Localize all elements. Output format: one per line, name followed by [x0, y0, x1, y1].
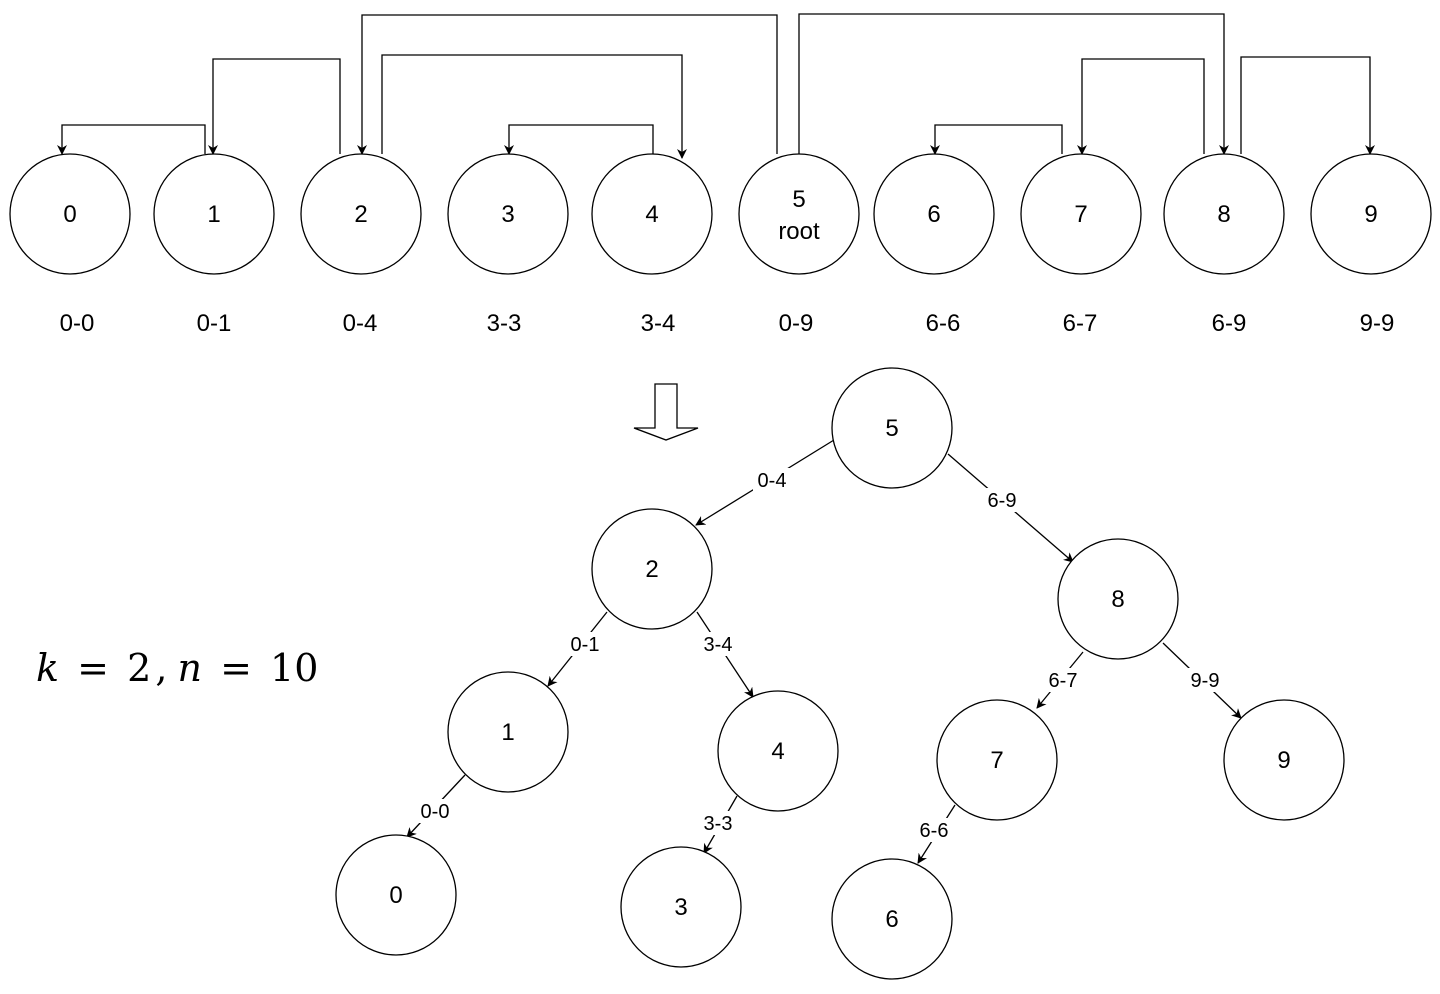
edge-label: 0-4 [758, 470, 787, 492]
array-node-root-label: root [778, 218, 820, 245]
tree-node-label: 0 [389, 882, 402, 909]
array-node-6: 6 [873, 153, 995, 275]
array-node-4: 4 [591, 153, 713, 275]
range-label-0: 0-0 [60, 310, 95, 337]
array-link-2-1 [208, 58, 341, 155]
transform-arrow-icon [633, 383, 699, 441]
tree-node-label: 5 [885, 415, 898, 442]
array-node-label: 4 [645, 201, 658, 228]
tree-node-2: 2 [591, 508, 713, 630]
range-label-6: 6-6 [926, 310, 961, 337]
array-link-5-8 [798, 13, 1229, 155]
edge-label: 3-4 [704, 634, 733, 656]
array-nodes: 0 1 2 3 4 5 root 6 7 [9, 153, 1432, 275]
array-link-2-4 [381, 54, 687, 159]
array-connectors [57, 13, 1375, 159]
tree-node-1: 1 [447, 671, 569, 793]
edge-label: 0-0 [421, 801, 450, 823]
tree-edge-2-1: 0-1 [547, 611, 608, 687]
array-link-5-2 [357, 14, 778, 155]
tree-node-7: 7 [936, 699, 1058, 821]
range-label-2: 0-4 [343, 310, 378, 337]
array-node-9: 9 [1310, 153, 1432, 275]
formula-k: k [36, 646, 59, 690]
tree-node-label: 7 [990, 747, 1003, 774]
tree-node-label: 9 [1277, 747, 1290, 774]
array-node-1: 1 [153, 153, 275, 275]
tree-node-label: 3 [674, 894, 687, 921]
formula-n: n [178, 646, 202, 690]
formula-eq-2: = [220, 646, 252, 690]
tree-node-6: 6 [831, 858, 953, 980]
tree-node-5: 5 [831, 367, 953, 489]
tree-edge-8-7: 6-7 [1036, 651, 1084, 709]
array-node-label: 7 [1074, 201, 1087, 228]
tree-node-label: 8 [1111, 586, 1124, 613]
tree-nodes: 5 2 8 1 4 7 9 0 [335, 367, 1345, 980]
edge-label: 9-9 [1191, 670, 1220, 692]
tree-node-4: 4 [717, 690, 839, 812]
formula-n-value: 10 [270, 646, 318, 690]
formula-eq-1: = [77, 646, 109, 690]
tree-node-label: 4 [771, 738, 784, 765]
range-label-5: 0-9 [779, 310, 814, 337]
formula-k-value: 2 [127, 646, 151, 690]
tree-node-label: 6 [885, 906, 898, 933]
array-node-3: 3 [447, 153, 569, 275]
range-label-8: 6-9 [1212, 310, 1247, 337]
formula: k = 2 , n = 10 [36, 646, 318, 690]
tree-edges: 0-4 6-9 0-1 3-4 6-7 9-9 [406, 439, 1242, 864]
tree-edge-2-4: 3-4 [696, 611, 754, 698]
range-label-1: 0-1 [197, 310, 232, 337]
tree-node-9: 9 [1223, 699, 1345, 821]
array-node-label: 9 [1364, 201, 1377, 228]
array-node-label: 2 [354, 201, 367, 228]
array-node-label: 6 [927, 201, 940, 228]
edge-label: 6-7 [1049, 670, 1078, 692]
array-node-5: 5 root [738, 153, 860, 275]
tree-node-label: 2 [645, 556, 658, 583]
array-node-label: 5 [792, 186, 805, 213]
tree-node-3: 3 [620, 846, 742, 968]
array-link-1-0 [57, 124, 206, 155]
array-range-labels: 0-0 0-1 0-4 3-3 3-4 0-9 6-6 6-7 6-9 9-9 [60, 310, 1395, 337]
edge-label: 6-6 [920, 820, 949, 842]
array-node-8: 8 [1163, 153, 1285, 275]
tree-edge-8-9: 9-9 [1162, 642, 1242, 719]
array-node-2: 2 [300, 153, 422, 275]
edge-label: 3-3 [704, 813, 733, 835]
range-label-7: 6-7 [1063, 310, 1098, 337]
tree-edge-7-6: 6-6 [915, 804, 956, 864]
tree-node-0: 0 [335, 834, 457, 956]
array-node-label: 8 [1217, 201, 1230, 228]
edge-label: 6-9 [988, 490, 1017, 512]
array-node-7: 7 [1020, 153, 1142, 275]
array-link-4-3 [504, 124, 654, 155]
tree-node-label: 1 [501, 719, 514, 746]
array-link-8-7 [1077, 58, 1205, 155]
range-label-3: 3-3 [487, 310, 522, 337]
array-node-0: 0 [9, 153, 131, 275]
array-node-label: 3 [501, 201, 514, 228]
tree-edge-4-3: 3-3 [699, 795, 738, 854]
array-link-7-6 [930, 124, 1063, 155]
edge-label: 0-1 [571, 634, 600, 656]
formula-comma: , [155, 646, 167, 690]
tree-edge-5-2: 0-4 [695, 439, 835, 526]
array-node-label: 0 [63, 201, 76, 228]
tree-node-8: 8 [1057, 538, 1179, 660]
range-label-9: 9-9 [1360, 310, 1395, 337]
range-label-4: 3-4 [641, 310, 676, 337]
array-node-label: 1 [207, 201, 220, 228]
tree-edge-1-0: 0-0 [406, 774, 466, 838]
array-link-8-9 [1240, 56, 1375, 155]
tree-edge-5-8: 6-9 [947, 453, 1074, 563]
